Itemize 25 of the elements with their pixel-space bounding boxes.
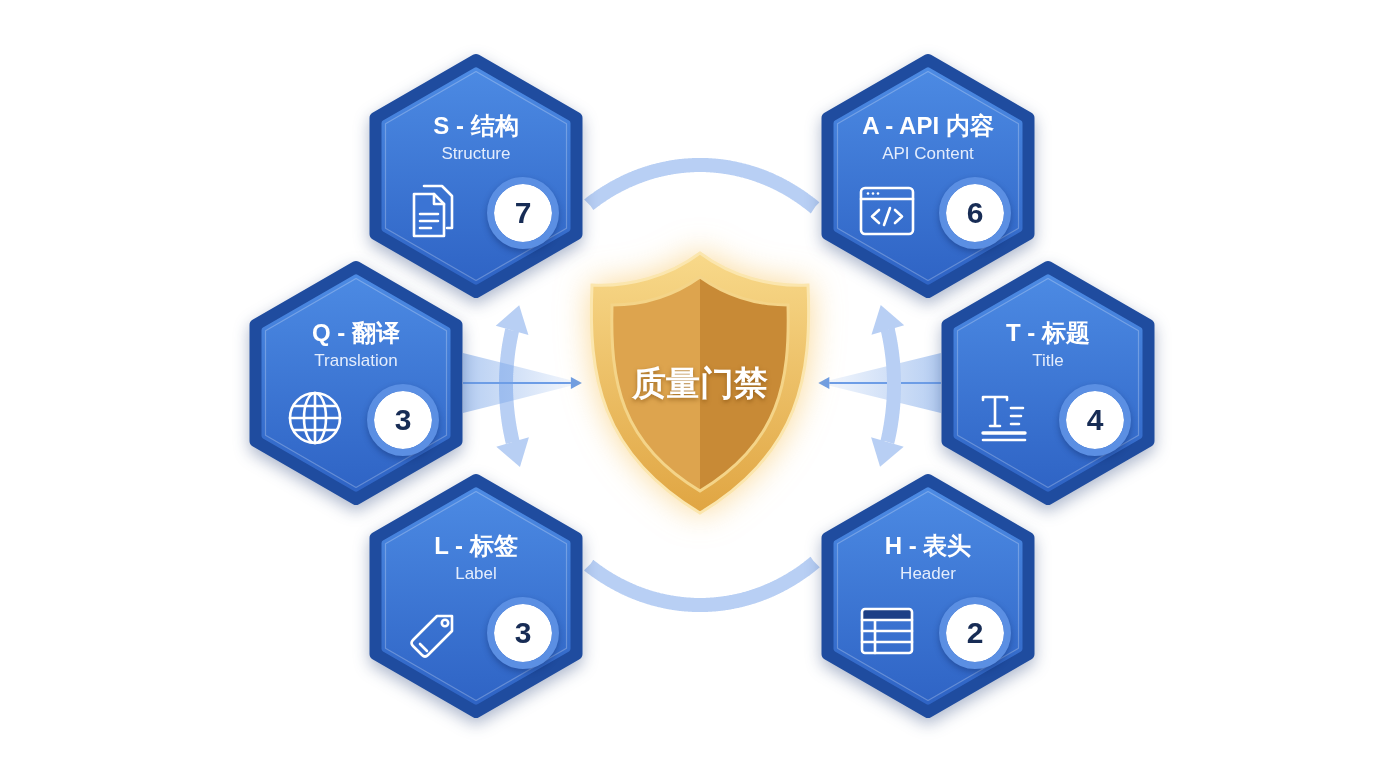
curved-connector-line <box>582 158 822 215</box>
hexagon-title: S - 结构 <box>433 111 519 141</box>
hexagon-card <box>369 53 583 299</box>
hexagon-title: T - 标题 <box>1006 318 1090 348</box>
curved-connector-line <box>582 555 822 612</box>
curved-double-arrow <box>871 305 905 467</box>
shield-label: 质量门禁 <box>632 363 768 403</box>
hexagon-subtitle: Label <box>455 563 497 585</box>
hexagon-card <box>369 473 583 719</box>
hexagon-subtitle: Translation <box>314 350 398 372</box>
hexagon-subtitle: Structure <box>441 143 511 165</box>
hexagon-title: A - API 内容 <box>862 111 994 141</box>
hexagon-subtitle: API Content <box>882 143 974 165</box>
hexagon-subtitle: Header <box>900 563 956 585</box>
hexagon-card <box>821 473 1035 719</box>
hexagon-title: Q - 翻译 <box>312 318 400 348</box>
hexagon-title: L - 标签 <box>434 531 518 561</box>
arrow <box>818 377 942 389</box>
curved-double-arrow <box>495 305 529 467</box>
hexagon-card <box>821 53 1035 299</box>
arrow <box>462 377 582 389</box>
hexagon-card <box>249 260 463 506</box>
hexagon-card <box>941 260 1155 506</box>
hexagon-subtitle: Title <box>1032 350 1064 372</box>
hexagon-title: H - 表头 <box>884 531 972 561</box>
